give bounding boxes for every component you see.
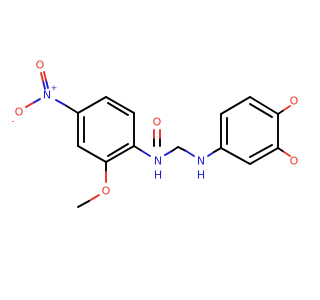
methoxy-group: O [77, 161, 111, 208]
bond-double-inner [249, 103, 273, 118]
bond [105, 145, 135, 163]
dioxane-o-top-label: O [290, 95, 299, 108]
bond [77, 200, 90, 208]
bond [43, 71, 47, 81]
methoxy-o-label: O [102, 185, 111, 198]
bond [249, 147, 279, 165]
bond [55, 99, 66, 106]
urea-linkage: O N H N H [133, 116, 222, 182]
nh-left-h-label: H [154, 169, 162, 182]
bond [40, 72, 44, 82]
benzodioxine-benzene-ring [220, 96, 279, 165]
bond [185, 150, 195, 157]
dioxane-o-bottom-label: O [290, 155, 299, 168]
nitro-n-charge: + [51, 84, 58, 93]
bond [77, 145, 107, 163]
bond-double-inner [107, 102, 129, 116]
bond [220, 147, 251, 165]
bond [277, 147, 285, 153]
nitro-o-minus-label: O [15, 106, 24, 119]
molecule-structure-drawing: N + O O - O O N H N H [12, 59, 299, 208]
bond [32, 98, 41, 104]
nh-right-h-label: H [197, 169, 205, 182]
bond [220, 96, 251, 115]
bond [88, 194, 100, 202]
urea-o-label: O [153, 116, 162, 129]
nh-right-n-label: N [197, 155, 205, 168]
bond [283, 105, 291, 111]
bond [249, 96, 279, 115]
nh-left-n-label: N [154, 155, 162, 168]
nitro-o-top-label: O [36, 59, 45, 72]
bond [277, 109, 285, 115]
nitro-group: N + O O - [12, 59, 79, 126]
bond [45, 79, 49, 89]
bond [141, 150, 151, 157]
bond [25, 102, 34, 108]
nitro-n-label: N [43, 89, 51, 102]
dioxane-ring: O O [277, 95, 299, 168]
bond [207, 151, 215, 157]
bond [77, 96, 107, 114]
nitro-o-charge: - [12, 117, 15, 126]
bond-double-inner [249, 144, 273, 158]
bond [164, 150, 173, 156]
bond [42, 80, 46, 90]
bond [213, 147, 222, 153]
bond-double-inner [107, 143, 129, 157]
bond [133, 145, 143, 152]
bond [171, 146, 179, 152]
bond [283, 151, 291, 157]
bond [177, 146, 187, 152]
bond [105, 96, 135, 114]
nitrophenyl-ring [77, 96, 135, 163]
bond [64, 104, 79, 114]
